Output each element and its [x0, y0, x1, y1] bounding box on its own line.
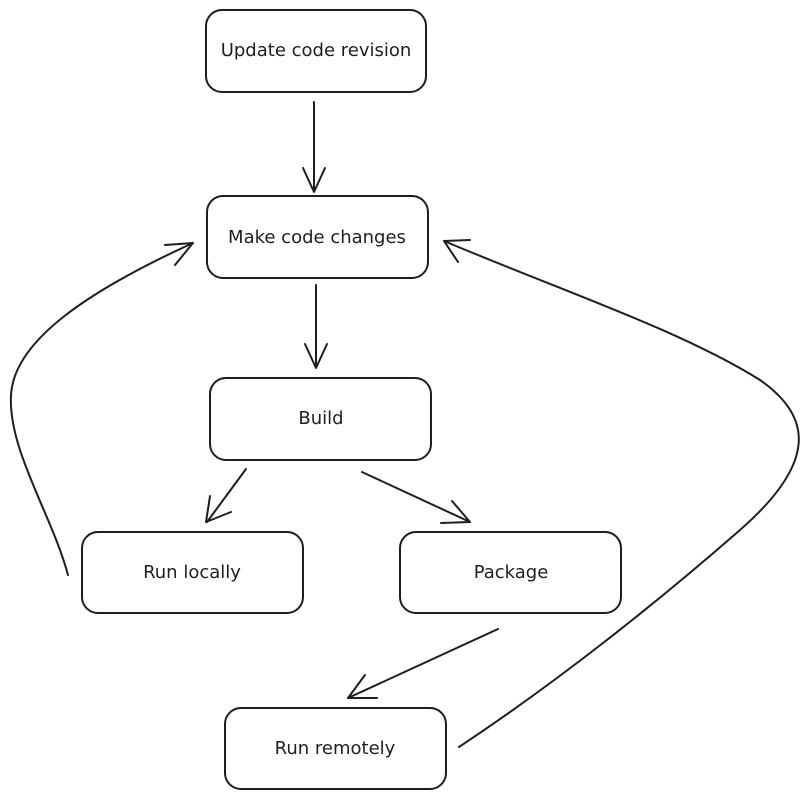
node-label: Make code changes	[228, 227, 406, 248]
node-build: Build	[209, 377, 432, 461]
edge-run-remotely-to-make	[443, 239, 800, 748]
node-label: Run locally	[143, 562, 241, 583]
edge-run-locally-to-make	[9, 242, 194, 576]
node-label: Package	[474, 562, 549, 583]
node-package: Package	[399, 531, 622, 614]
node-run-remotely: Run remotely	[224, 707, 447, 790]
edge-make-to-build	[304, 284, 328, 369]
nodes: Update code revision Make code changes B…	[81, 9, 622, 790]
edge-update-to-make	[302, 101, 326, 193]
edge-build-to-run-locally	[205, 468, 247, 523]
edge-package-to-run-remotely	[347, 628, 499, 699]
node-label: Run remotely	[275, 738, 396, 759]
node-update-code-revision: Update code revision	[205, 9, 427, 93]
node-label: Update code revision	[221, 40, 412, 61]
node-make-code-changes: Make code changes	[206, 195, 429, 279]
node-run-locally: Run locally	[81, 531, 304, 614]
edges	[9, 101, 800, 748]
edge-build-to-package	[361, 471, 471, 524]
node-label: Build	[298, 408, 343, 429]
